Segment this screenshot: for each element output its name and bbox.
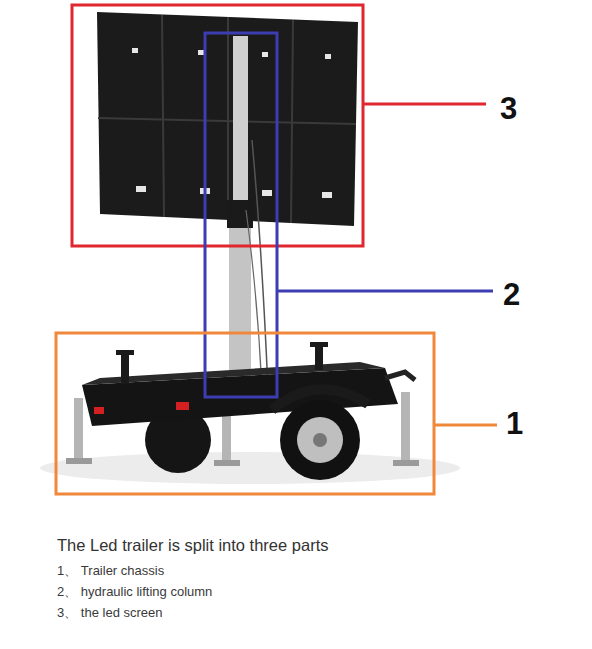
ground-shadow: [40, 452, 460, 484]
screen-module-grid: [98, 15, 356, 223]
wheel-hub: [313, 433, 327, 447]
leg-foot: [393, 460, 419, 466]
tail-light: [176, 402, 189, 410]
column-clamp: [227, 200, 253, 228]
stabilizer-leg: [74, 398, 83, 460]
column-upper: [233, 36, 248, 206]
screen-module-marks: [132, 48, 332, 198]
cable: [246, 210, 262, 392]
right-wheel: [280, 400, 360, 480]
stabilizer-leg: [222, 410, 231, 462]
support-post: [121, 352, 129, 384]
support-post: [315, 344, 323, 370]
leader-line: [363, 103, 486, 106]
leg-foot: [66, 458, 92, 464]
part-list-item: 3、 the led screen: [57, 605, 163, 621]
wheel-rim: [297, 417, 343, 463]
tail-light: [94, 407, 104, 414]
led-screen-panel: [97, 12, 358, 226]
callout-number: 2: [503, 279, 520, 310]
column-lower: [229, 205, 251, 387]
column-callout-box: [205, 33, 277, 397]
screen-callout-box: [72, 5, 363, 246]
support-post: [116, 350, 134, 355]
chassis-callout-box: [56, 333, 434, 494]
leader-line: [277, 290, 493, 293]
support-post: [310, 342, 328, 347]
part-list-item: 2、 hydraulic lifting column: [57, 584, 212, 600]
callout-number: 3: [500, 93, 517, 124]
caption-text: The Led trailer is split into three part…: [57, 536, 328, 556]
stabilizer-leg: [401, 392, 410, 462]
leg-foot: [214, 460, 240, 466]
callout-number: 1: [506, 408, 523, 439]
hitch: [385, 372, 415, 380]
part-list-item: 1、 Trailer chassis: [57, 563, 164, 579]
leader-line: [434, 424, 497, 427]
